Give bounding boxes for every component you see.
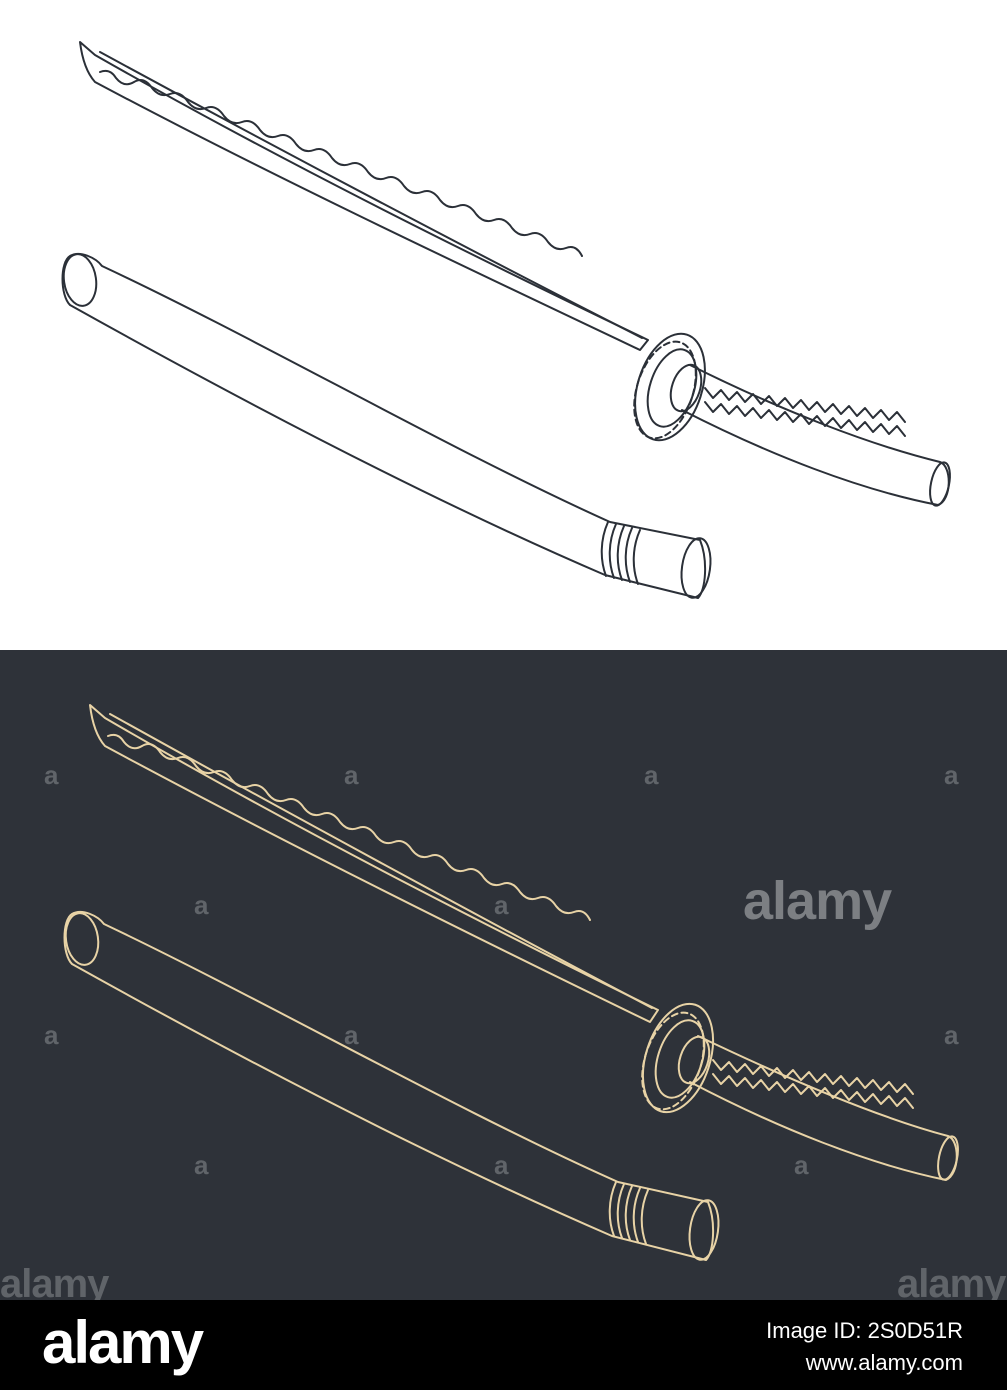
watermark-letter: a <box>194 890 209 920</box>
bottom-sketch-panel: a a a a a a alamy a a a a a a alamy alam… <box>0 650 1007 1306</box>
watermark-letter: a <box>944 1020 959 1050</box>
watermark-letter: a <box>344 760 359 790</box>
blade-back-line <box>109 713 653 1009</box>
handle-collar <box>677 1035 711 1085</box>
watermark-logo: alamy <box>0 1262 109 1306</box>
footer-logo: alamy <box>42 1309 204 1376</box>
footer-url: www.alamy.com <box>805 1350 963 1375</box>
blade-hamon-line <box>107 733 591 921</box>
watermark-letter: a <box>194 1150 209 1180</box>
blade-outline <box>79 41 649 351</box>
watermark-letter: a <box>344 1020 359 1050</box>
blade-outline <box>89 704 659 1023</box>
watermark-letter: a <box>794 1150 809 1180</box>
handle-wrap <box>704 387 906 423</box>
handle-end <box>929 461 951 507</box>
scabbard-outline <box>61 252 706 599</box>
watermark-letter: a <box>644 760 659 790</box>
watermark-letter: a <box>944 760 959 790</box>
scabbard-tip <box>680 537 712 599</box>
scabbard-mouth <box>62 253 98 307</box>
handle-outline <box>681 364 950 506</box>
scabbard-bands <box>600 521 641 585</box>
scabbard-mouth <box>64 912 100 966</box>
katana-sketch-dark <box>61 41 951 599</box>
watermark-letter: a <box>44 1020 59 1050</box>
katana-sketch-light <box>63 704 959 1261</box>
handle-wrap <box>712 1059 914 1095</box>
scabbard-outline <box>63 910 714 1261</box>
handle-end <box>937 1135 959 1181</box>
watermark-logo: alamy <box>743 871 892 931</box>
watermark-letter: a <box>494 890 509 920</box>
handle-outline <box>689 1035 958 1181</box>
watermark-logo: alamy <box>897 1262 1006 1306</box>
handle-collar <box>669 363 703 413</box>
footer-bar: alamy Image ID: 2S0D51R www.alamy.com <box>0 1300 1007 1390</box>
watermark-letter: a <box>494 1150 509 1180</box>
top-sketch-panel <box>0 0 1007 650</box>
blade-hamon-line <box>99 69 583 257</box>
scabbard-bands <box>608 1181 649 1245</box>
footer-image-id: Image ID: 2S0D51R <box>766 1318 963 1343</box>
watermark-letter: a <box>44 760 59 790</box>
scabbard-tip <box>688 1199 720 1261</box>
